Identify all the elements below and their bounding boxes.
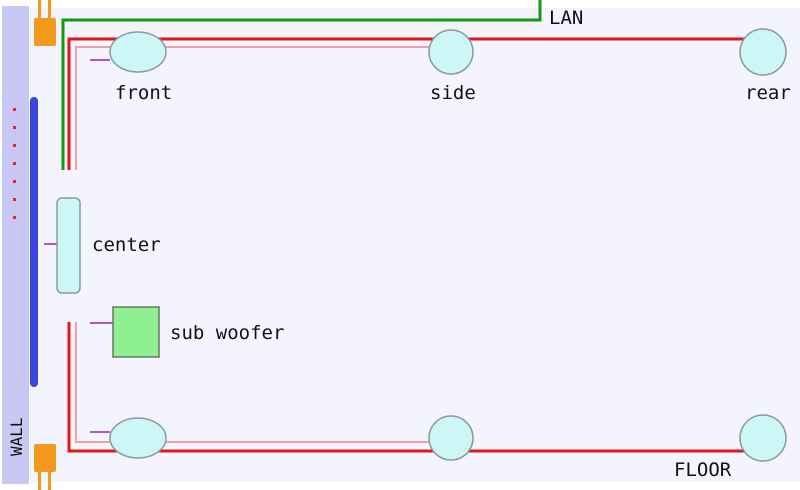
speaker-rear-right [739, 414, 787, 462]
room-floor [30, 8, 800, 482]
speaker-side-right [428, 415, 474, 461]
label-rear: rear [745, 82, 791, 104]
outlet-top [34, 0, 56, 46]
speaker-cable-bottom-inner [75, 322, 452, 443]
wall-dot [13, 198, 16, 201]
label-center: center [92, 234, 161, 256]
outlet-bottom [34, 444, 56, 490]
outlet-prong [48, 472, 51, 490]
tv-bar [30, 97, 38, 387]
speaker-rear-left [739, 28, 787, 76]
speaker-side-left [428, 29, 474, 75]
wall-dot [13, 108, 16, 111]
speaker-cable-top-outer [67, 37, 763, 170]
outlet-prong [38, 0, 41, 18]
speaker-front-left [109, 31, 167, 73]
label-sub-woofer: sub woofer [170, 322, 284, 344]
outlet-prong [38, 472, 41, 490]
wall-dot [13, 180, 16, 183]
speaker-sub-woofer [112, 306, 160, 358]
outlet-body [34, 18, 56, 46]
speaker-cable-top-inner [75, 46, 452, 170]
wall-dot [13, 126, 16, 129]
outlet-body [34, 444, 56, 472]
floor-label: FLOOR [674, 459, 732, 481]
label-side: side [430, 82, 476, 104]
wall-dot [13, 162, 16, 165]
wall-dot [13, 144, 16, 147]
speaker-front-right [109, 417, 167, 459]
lan-cable [61, 0, 542, 170]
speaker-center [56, 197, 81, 294]
wall-label: WALL [7, 417, 26, 456]
label-front: front [115, 82, 172, 104]
wall [2, 6, 29, 484]
wall-dot [13, 216, 16, 219]
outlet-prong [48, 0, 51, 18]
wall-dots [13, 108, 16, 219]
lan-label: LAN [549, 7, 583, 29]
speaker-cable-bottom-outer [67, 322, 763, 453]
